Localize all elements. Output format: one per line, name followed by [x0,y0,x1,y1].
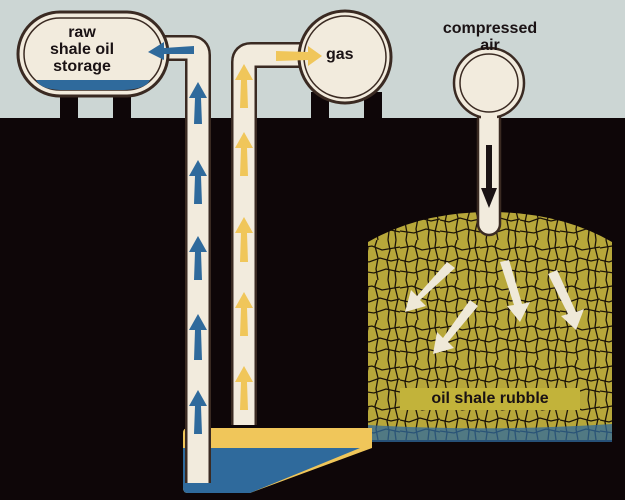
label-line: air [480,37,500,54]
label-line: storage [53,58,111,75]
compressed-air-bulb [452,46,526,120]
storage-leg [113,92,131,120]
stored-oil [36,80,150,90]
sump-oil-layer [183,448,360,493]
gas-label: gas [326,46,354,63]
rubble-oil-layer [368,424,612,442]
gas-pipe [233,44,300,425]
raw-shale-oil-storage-label: raw shale oil storage [32,24,132,75]
label-line: compressed [442,20,538,37]
compressed-air-label: compressed air [420,20,560,54]
air-arrow-shaft [486,145,492,190]
label-line: shale oil [49,41,115,58]
combustion-flow-arrows [405,260,584,354]
oil-flow-arrows [148,42,207,434]
gas-flow-arrows [235,46,322,410]
storage-leg [60,92,78,120]
oil-shale-rubble-bed [368,212,612,440]
oil-shale-rubble-label: oil shale rubble [400,388,580,410]
air-arrow-head-icon [481,188,497,208]
gas-leg [364,92,382,120]
label-line: raw [68,24,96,41]
